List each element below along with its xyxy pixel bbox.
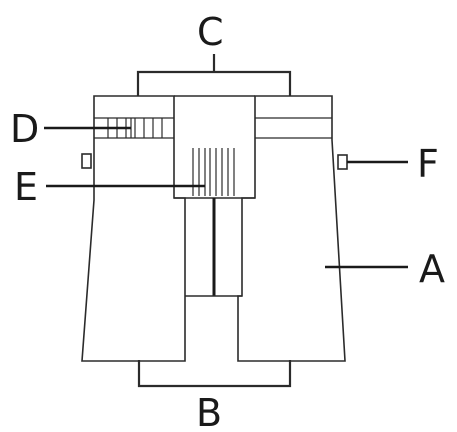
- label-c: C: [197, 10, 224, 54]
- label-a: A: [419, 247, 445, 291]
- right-barrel: [237, 95, 348, 362]
- right-barrel-body: [237, 95, 346, 362]
- left-barrel: [81, 95, 186, 362]
- hinge-bridge: [174, 95, 255, 199]
- focus-wheel: [192, 148, 235, 196]
- label-f: F: [417, 142, 439, 186]
- label-e: E: [14, 165, 38, 209]
- label-b: B: [196, 391, 222, 432]
- right-strap-lug: [337, 154, 348, 170]
- bracket-c: [136, 54, 292, 96]
- left-strap-lug: [81, 153, 92, 169]
- label-d: D: [10, 107, 39, 151]
- left-barrel-body: [81, 95, 186, 362]
- bracket-b: [137, 360, 292, 388]
- bridge-outline: [174, 95, 255, 199]
